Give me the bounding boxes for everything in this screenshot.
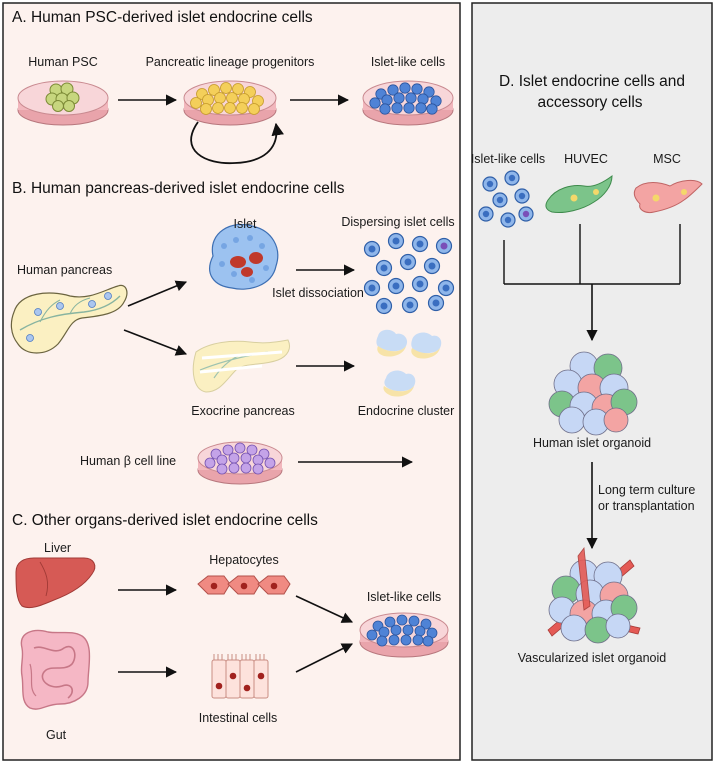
arrow-pancreas-to-islet [127, 280, 188, 307]
label-liver: Liver [44, 541, 72, 555]
vascularized-islet-organoid [547, 546, 641, 644]
label-islet-like-a: Islet-like cells [370, 55, 446, 69]
label-culture-line2: or transplantation [598, 499, 695, 513]
panel-c-title: C. Other organs-derived islet endocrine … [12, 512, 318, 529]
petri-dish-beta-cells [197, 441, 283, 485]
label-progenitors: Pancreatic lineage progenitors [145, 55, 315, 69]
exocrine-pancreas-illustration [192, 339, 291, 393]
endocrine-cluster-illustration [376, 329, 442, 397]
panel-a-title: A. Human PSC-derived islet endocrine cel… [12, 9, 313, 26]
label-human-islet-organoid: Human islet organoid [532, 436, 652, 450]
label-huvec: HUVEC [564, 152, 608, 166]
label-endocrine-cluster: Endocrine cluster [357, 404, 455, 418]
label-human-beta-cell-line: Human β cell line [80, 454, 177, 468]
converging-lines [503, 224, 681, 285]
label-dispersing-islet-cells: Dispersing islet cells [341, 215, 455, 229]
label-vascularized-islet-organoid: Vascularized islet organoid [517, 651, 667, 665]
arrow-hepatocytes-to-islet-like [295, 595, 354, 623]
psc-colony [45, 82, 80, 112]
arrow-pancreas-to-exocrine [123, 329, 188, 356]
panel-d-title-line1: D. Islet endocrine cells and [498, 73, 686, 90]
label-msc: MSC [653, 152, 681, 166]
msc-illustration [633, 179, 703, 213]
islet-like-cells-d [478, 170, 534, 228]
dispersing-islet-cells [363, 232, 455, 315]
liver-illustration [15, 557, 96, 609]
gut-illustration [20, 629, 91, 710]
panel-d-title-line2: accessory cells [537, 94, 643, 111]
petri-dish-psc [17, 80, 109, 126]
panel-b-title: B. Human pancreas-derived islet endocrin… [12, 180, 345, 197]
label-islet: Islet [233, 217, 257, 231]
label-islet-dissociation: Islet dissociation [272, 286, 364, 300]
arrow-intestinal-to-islet-like [295, 643, 354, 673]
label-intestinal-cells: Intestinal cells [198, 711, 278, 725]
label-human-psc: Human PSC [28, 55, 98, 69]
petri-dish-islet-like-a [362, 80, 454, 126]
self-renewal-arrow [190, 121, 284, 164]
human-islet-organoid [548, 351, 638, 436]
label-islet-like-d: Islet-like cells [470, 152, 546, 166]
label-hepatocytes: Hepatocytes [209, 553, 279, 567]
label-islet-like-c: Islet-like cells [366, 590, 442, 604]
petri-dish-progenitors [183, 80, 277, 126]
huvec-illustration [545, 174, 613, 213]
islet-illustration [209, 224, 279, 290]
label-gut: Gut [46, 728, 67, 742]
hepatocytes-illustration [197, 575, 291, 595]
label-human-pancreas: Human pancreas [17, 263, 113, 277]
intestinal-cells-illustration [211, 654, 269, 699]
petri-dish-islet-like-c [359, 612, 449, 658]
human-pancreas-illustration [10, 284, 128, 354]
label-culture-line1: Long term culture [598, 483, 696, 497]
label-exocrine-pancreas: Exocrine pancreas [191, 404, 295, 418]
